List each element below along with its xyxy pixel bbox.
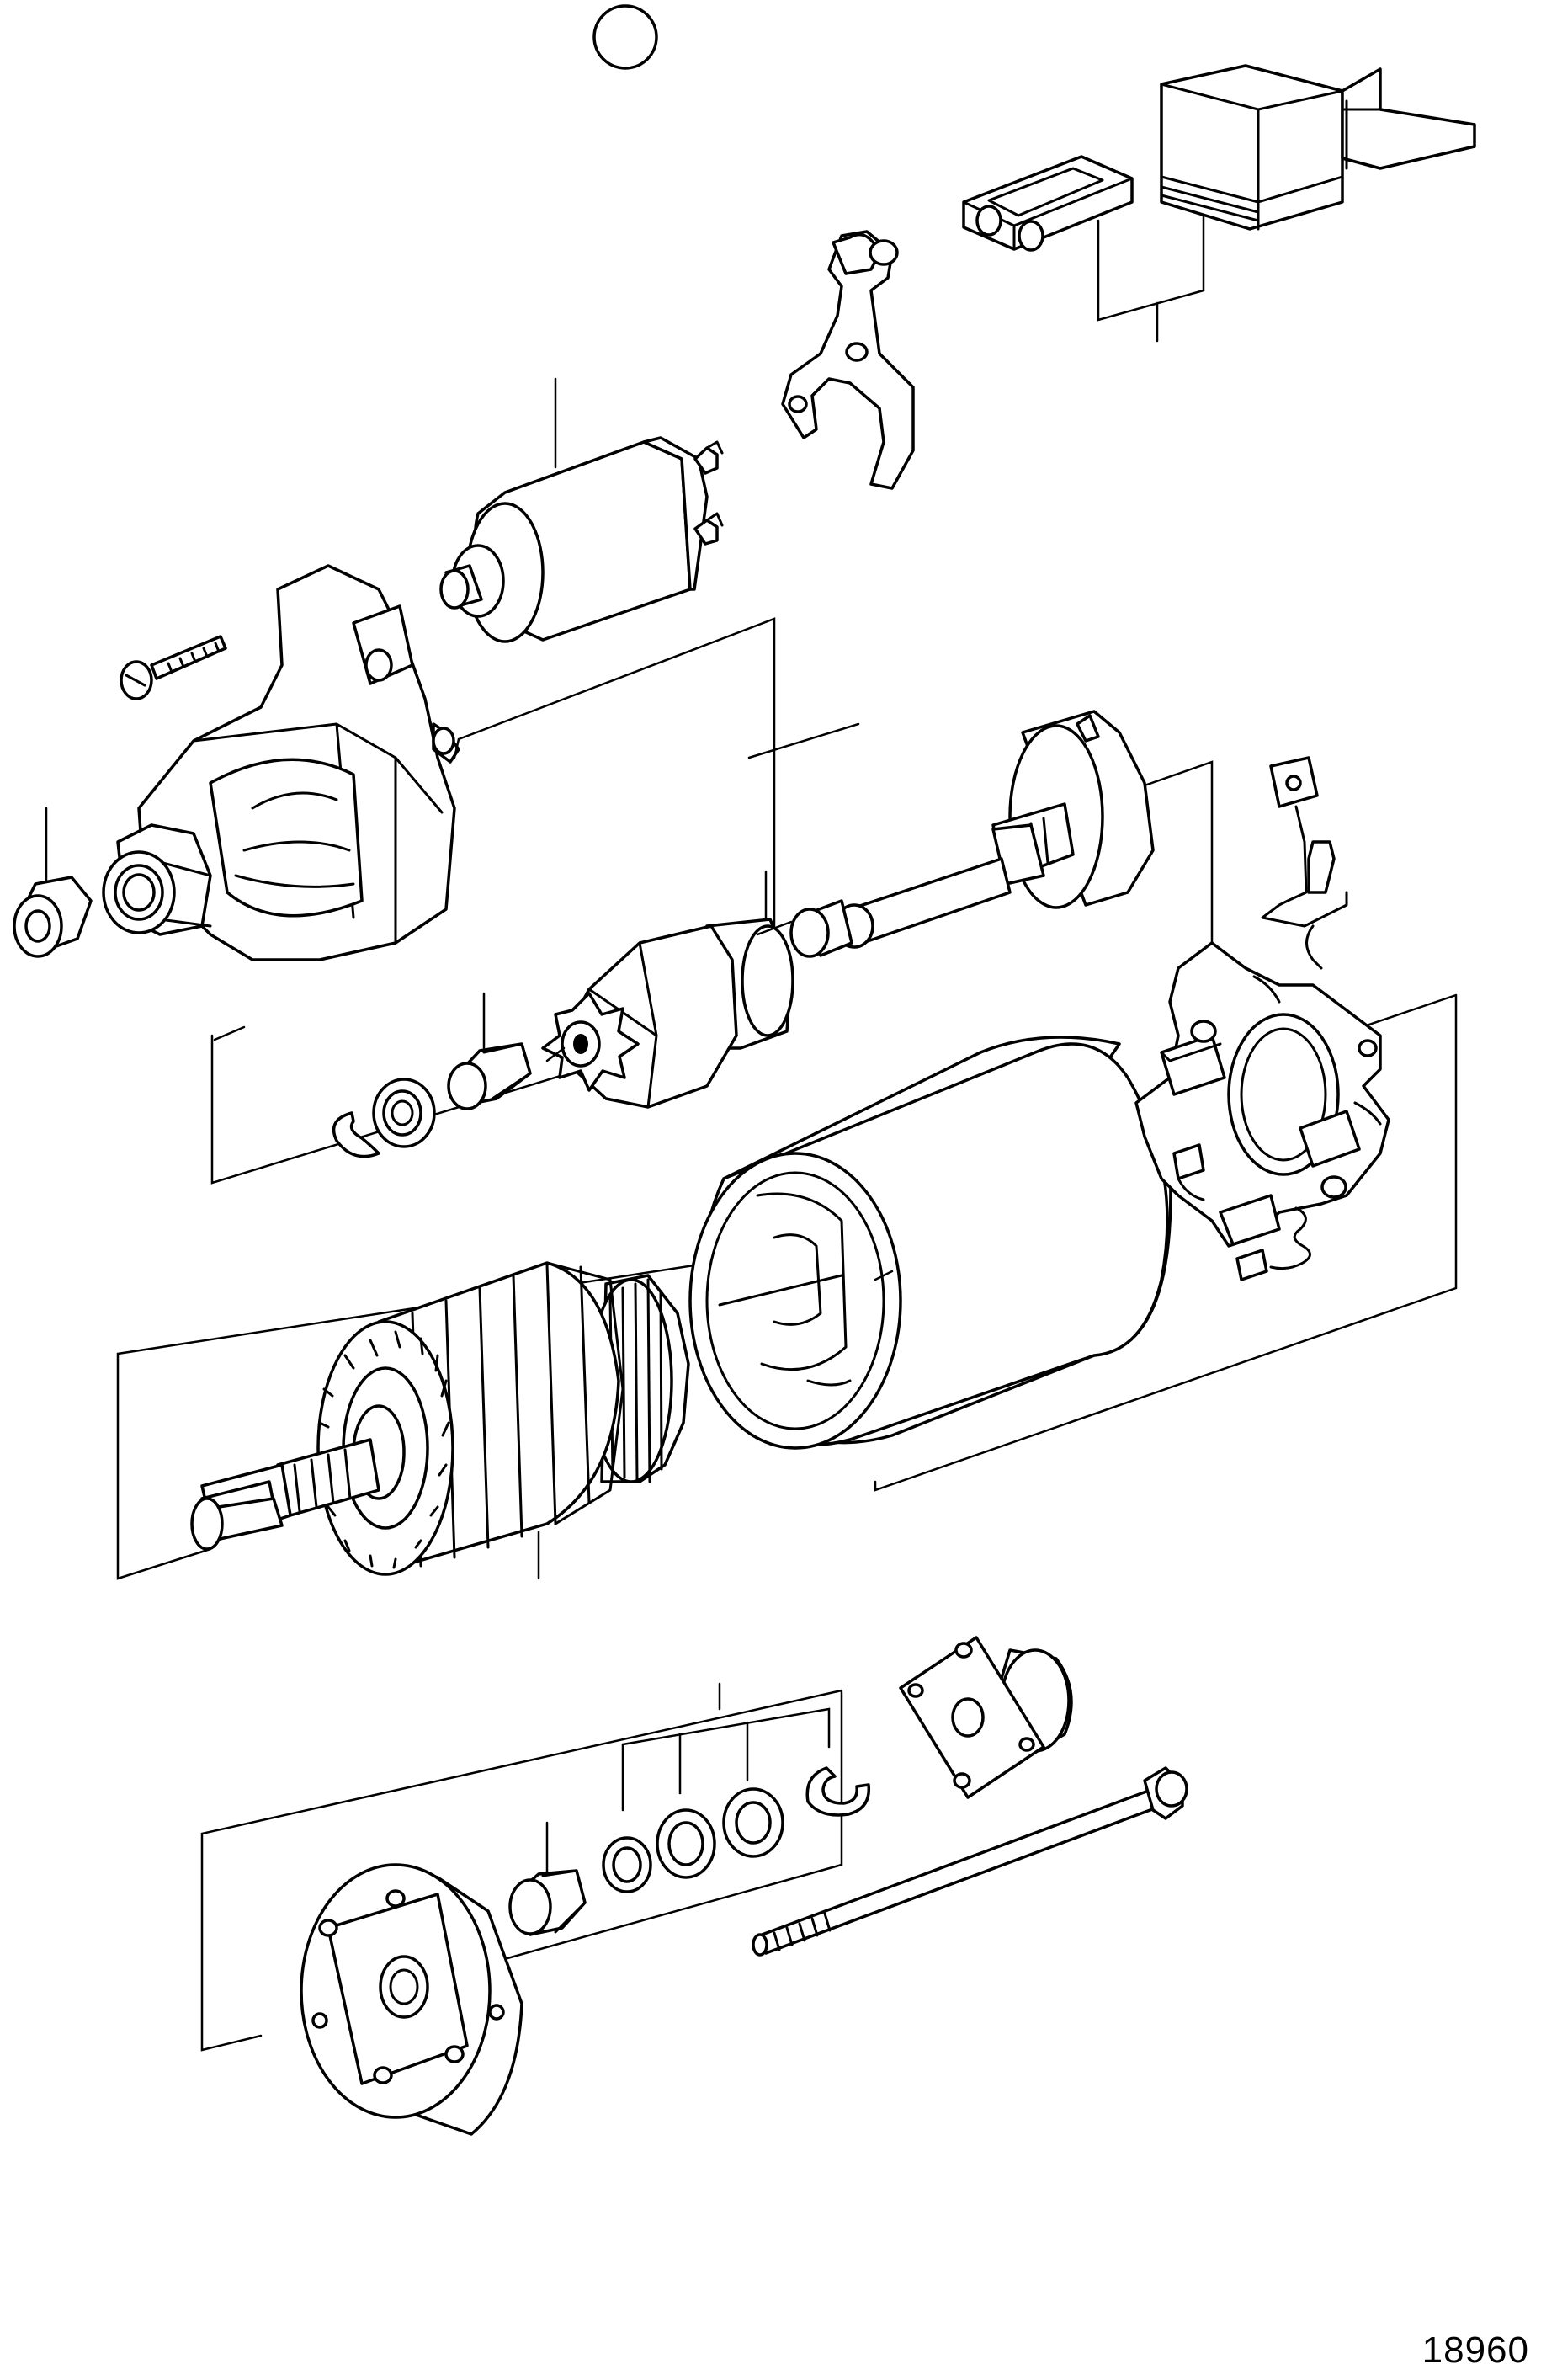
circlip-rear (807, 1768, 869, 1815)
seal-ring (374, 1079, 434, 1147)
drive-end-housing (104, 566, 459, 960)
brush-kit-box (1161, 66, 1475, 229)
solenoid (441, 438, 722, 642)
washer-set (603, 1789, 783, 1892)
axis-lines (215, 739, 892, 1280)
through-bolt (753, 1768, 1187, 1955)
callout-brush-kit (1098, 215, 1204, 341)
fork-lever (783, 232, 913, 488)
callout-washer-set (623, 1722, 747, 1810)
screw (121, 636, 226, 699)
drive-shaft-gear (791, 711, 1153, 956)
end-cover (301, 1865, 522, 2134)
brush-holder (1136, 943, 1389, 1280)
armature (192, 1263, 688, 1574)
spring-clip (964, 157, 1132, 250)
pinion-drive (543, 919, 793, 1107)
cover-cap (901, 1637, 1071, 1797)
bushing-rear (510, 1871, 585, 1935)
field-frame (690, 1037, 1171, 1448)
circlip-drive (334, 1113, 379, 1157)
bushing-drive (449, 1044, 530, 1109)
bushing-front (14, 877, 91, 956)
callout-end-cover-group (202, 1684, 842, 2050)
index-circle (594, 6, 656, 68)
figure-number: 18960 (1421, 2329, 1529, 2371)
brush-lead (1262, 758, 1347, 968)
